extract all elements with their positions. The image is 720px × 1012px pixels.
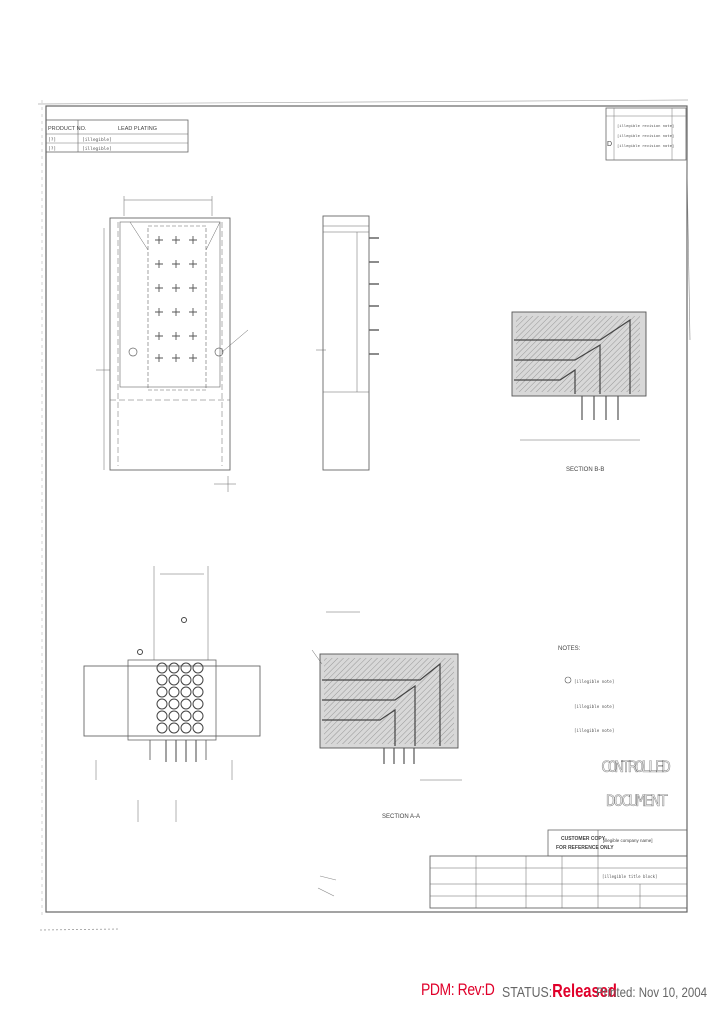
product-row-2-num: [?] (48, 146, 56, 152)
product-row-1-num: [?] (48, 137, 56, 143)
pdm-revision: PDM: Rev:D (421, 980, 495, 999)
section-a-a-view: SECTION A-A (311, 611, 462, 820)
stamp-line-1: CONTROLLED (601, 757, 671, 776)
notes-heading: NOTES: (558, 646, 581, 652)
controlled-document-stamp: CONTROLLED DOCUMENT (601, 757, 671, 810)
lead-plating-header: LEAD PLATING (118, 126, 157, 132)
note-2: [illegible note] (574, 704, 614, 709)
title-block (317, 829, 688, 909)
pdm-footer: PDM: Rev:D STATUS:Released Printed: Nov … (0, 976, 720, 1004)
product-table: PRODUCT NO. LEAD PLATING [?] [illegible]… (45, 119, 189, 153)
product-no-header: PRODUCT NO. (48, 126, 87, 132)
revision-line-2: [illegible revision note] (617, 133, 674, 138)
sheet-border (45, 105, 688, 913)
customer-copy-line-1: CUSTOMER COPY (561, 836, 606, 842)
release-status: STATUS:Released (502, 981, 617, 1002)
revision-letter: D (607, 141, 612, 148)
revision-line-1: [illegible revision note] (617, 123, 674, 128)
customer-copy-line-2: FOR REFERENCE ONLY (556, 845, 614, 851)
revision-block: D [illegible revision note] [illegible r… (605, 107, 691, 341)
section-a-a-label: SECTION A-A (382, 814, 420, 820)
status-value: Released (552, 981, 617, 1001)
top-view (96, 196, 249, 492)
status-label: STATUS: (502, 984, 553, 1001)
note-1: [illegible note] (574, 679, 614, 684)
note-3: [illegible note] (574, 728, 614, 733)
section-b-b-view: SECTION B-B (511, 311, 647, 473)
pin-grid-top (155, 236, 197, 362)
revision-line-3: [illegible revision note] (617, 143, 674, 148)
title-block-text: [illegible title block] (602, 874, 657, 879)
side-view (316, 215, 379, 471)
product-row-1-desc: [illegible] (82, 137, 112, 143)
engineering-drawing: PRODUCT NO. LEAD PLATING [?] [illegible]… (37, 99, 691, 931)
printed-date: Printed: Nov 10, 2004 (596, 984, 708, 1000)
product-row-2-desc: [illegible] (82, 146, 112, 152)
front-view (83, 566, 261, 822)
notes-block: NOTES: [illegible note] [illegible note]… (558, 646, 614, 733)
section-b-b-label: SECTION B-B (566, 467, 604, 473)
pin-grid-front (137, 617, 204, 734)
company-name: [illegible company name] (603, 838, 653, 843)
stamp-line-2: DOCUMENT (606, 791, 668, 810)
